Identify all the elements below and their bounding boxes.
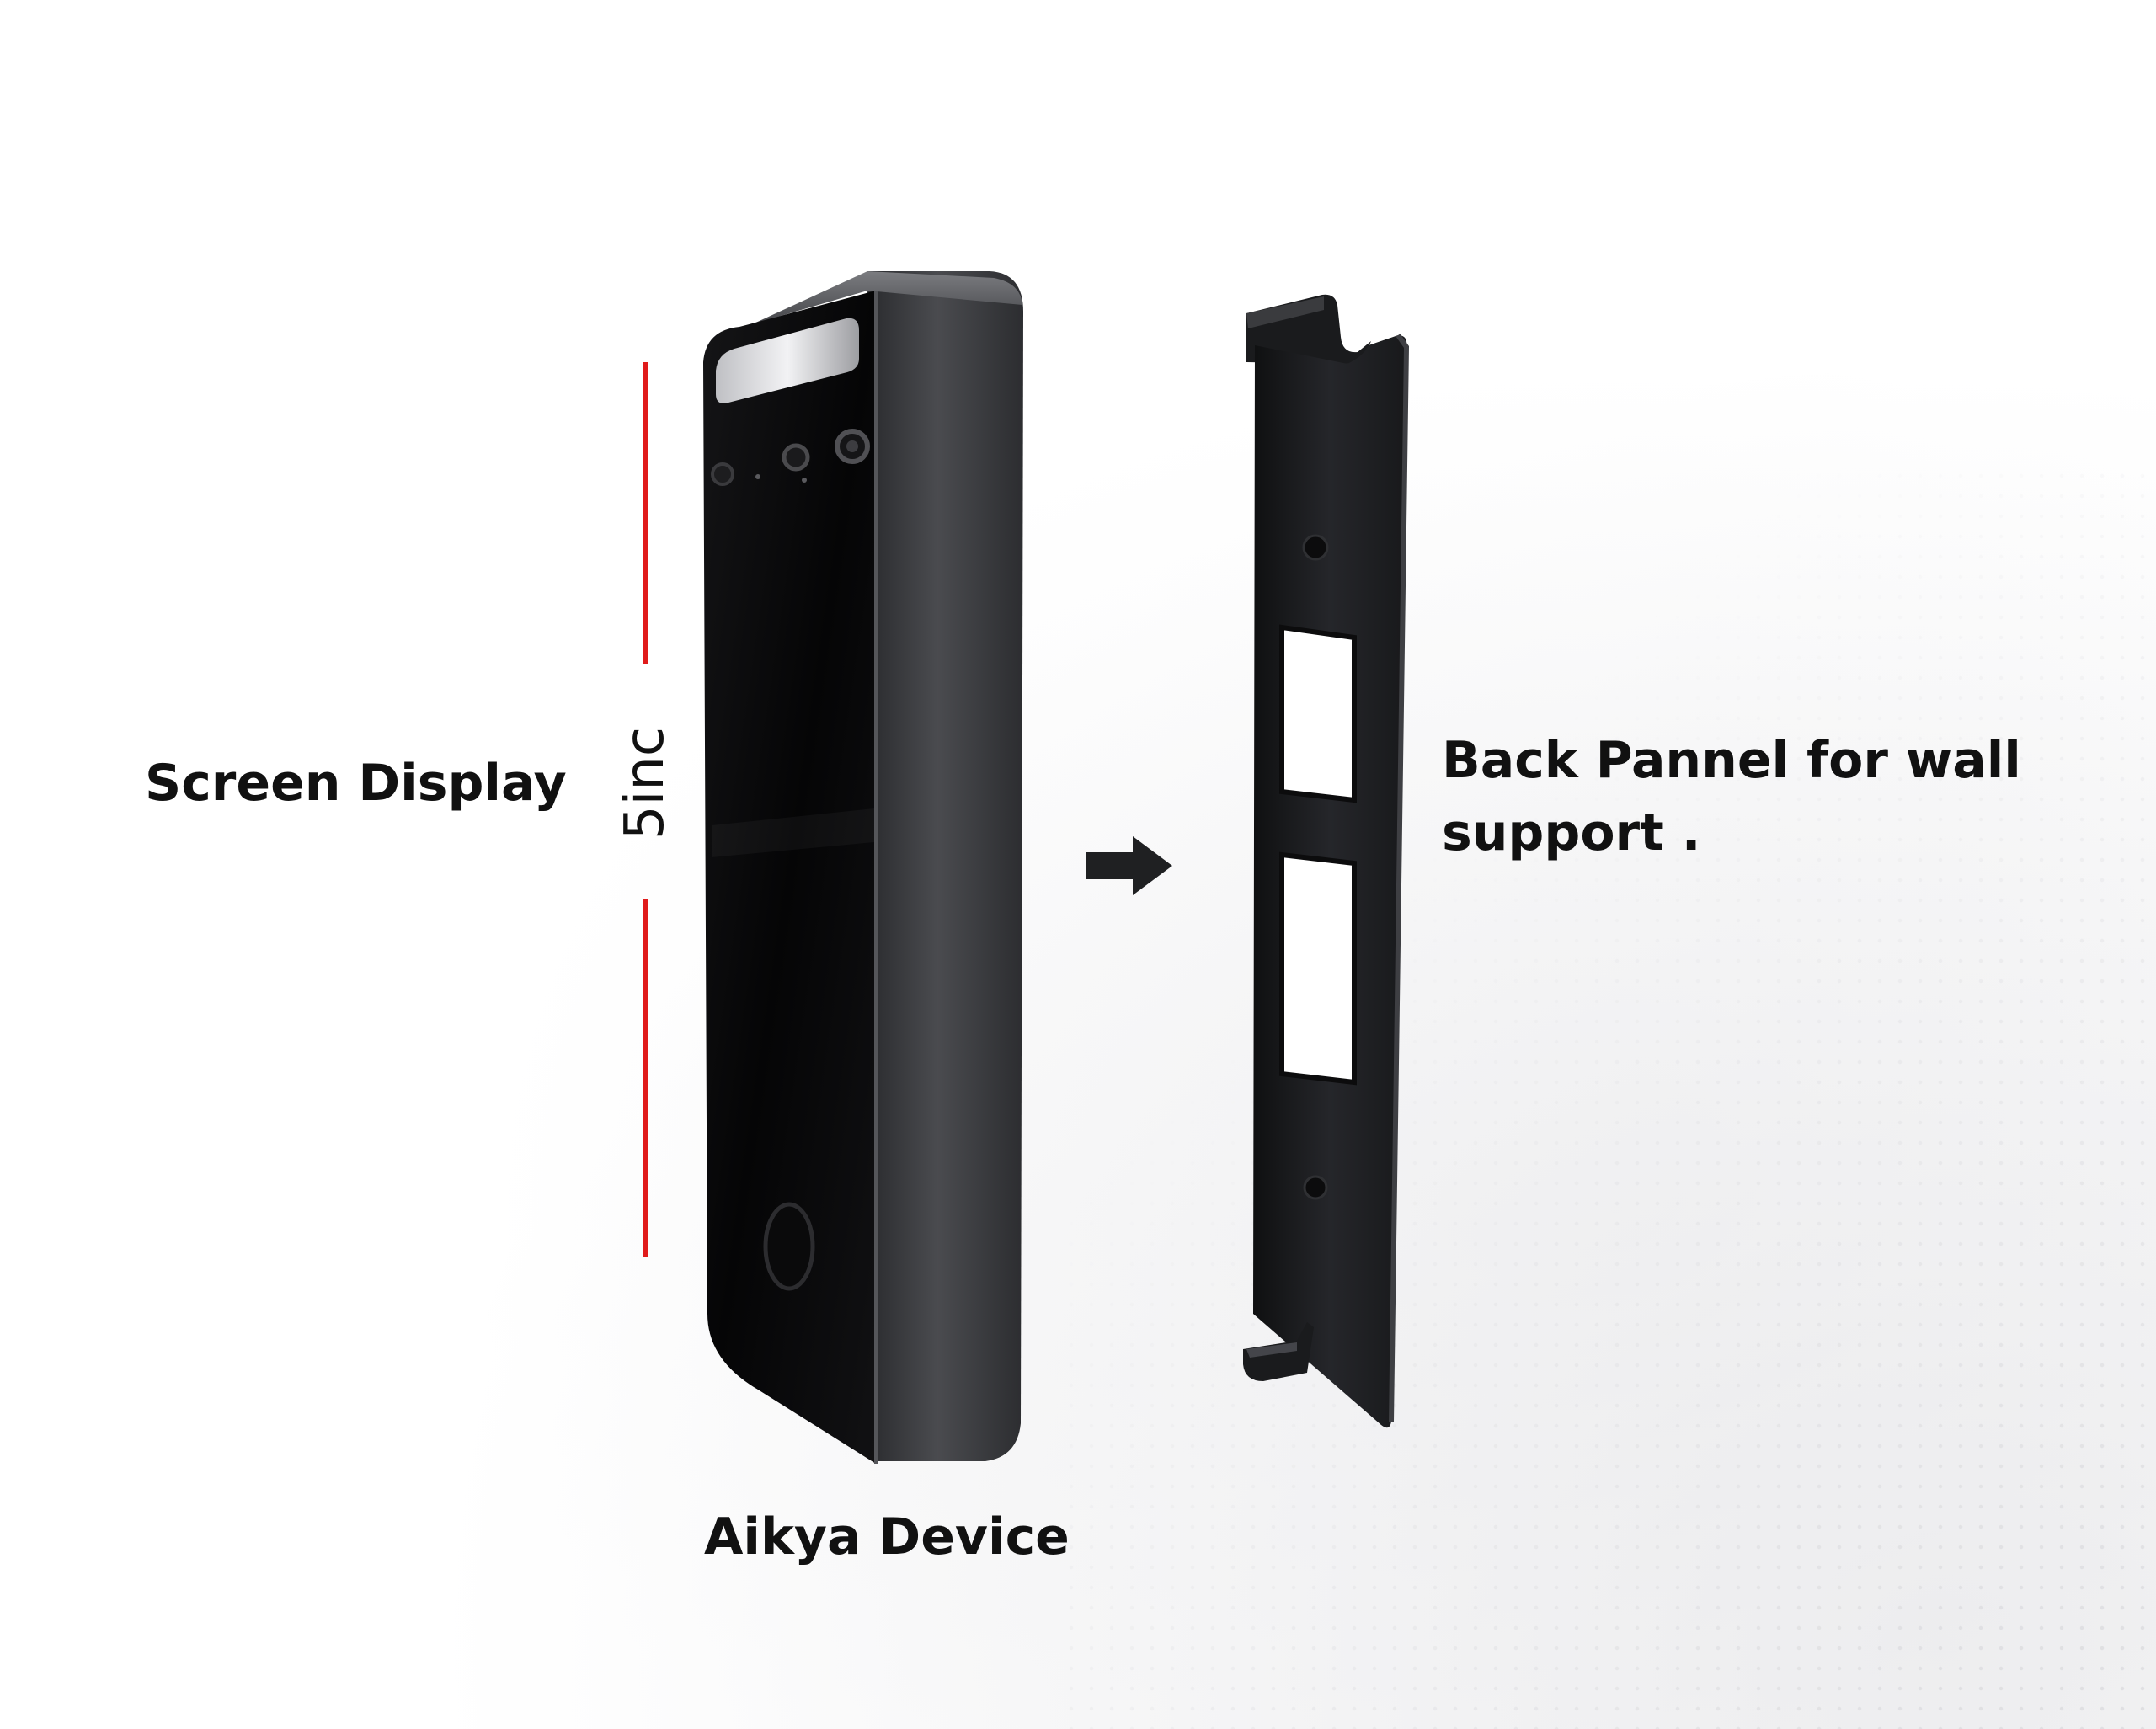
back-panel-label: Back Pannel for wall support . (1442, 724, 2021, 869)
back-panel-label-line-2: support . (1442, 803, 1701, 862)
back-panel-label-line-1: Back Pannel for wall (1442, 731, 2021, 790)
dimension-line-bottom (643, 899, 648, 1257)
dimension-label: 5inc (614, 726, 676, 840)
arrow-right-icon (1086, 836, 1172, 895)
background-dot-pattern (1061, 466, 2156, 1729)
device-illustration (703, 271, 1023, 1464)
back-panel-illustration (1243, 294, 1410, 1428)
screen-display-label: Screen Display (145, 754, 567, 813)
camera-icon (711, 429, 870, 486)
fingerprint-sensor-icon (763, 1202, 815, 1291)
device-name-label: Aikya Device (704, 1508, 1070, 1566)
dimension-line-top (643, 362, 648, 664)
